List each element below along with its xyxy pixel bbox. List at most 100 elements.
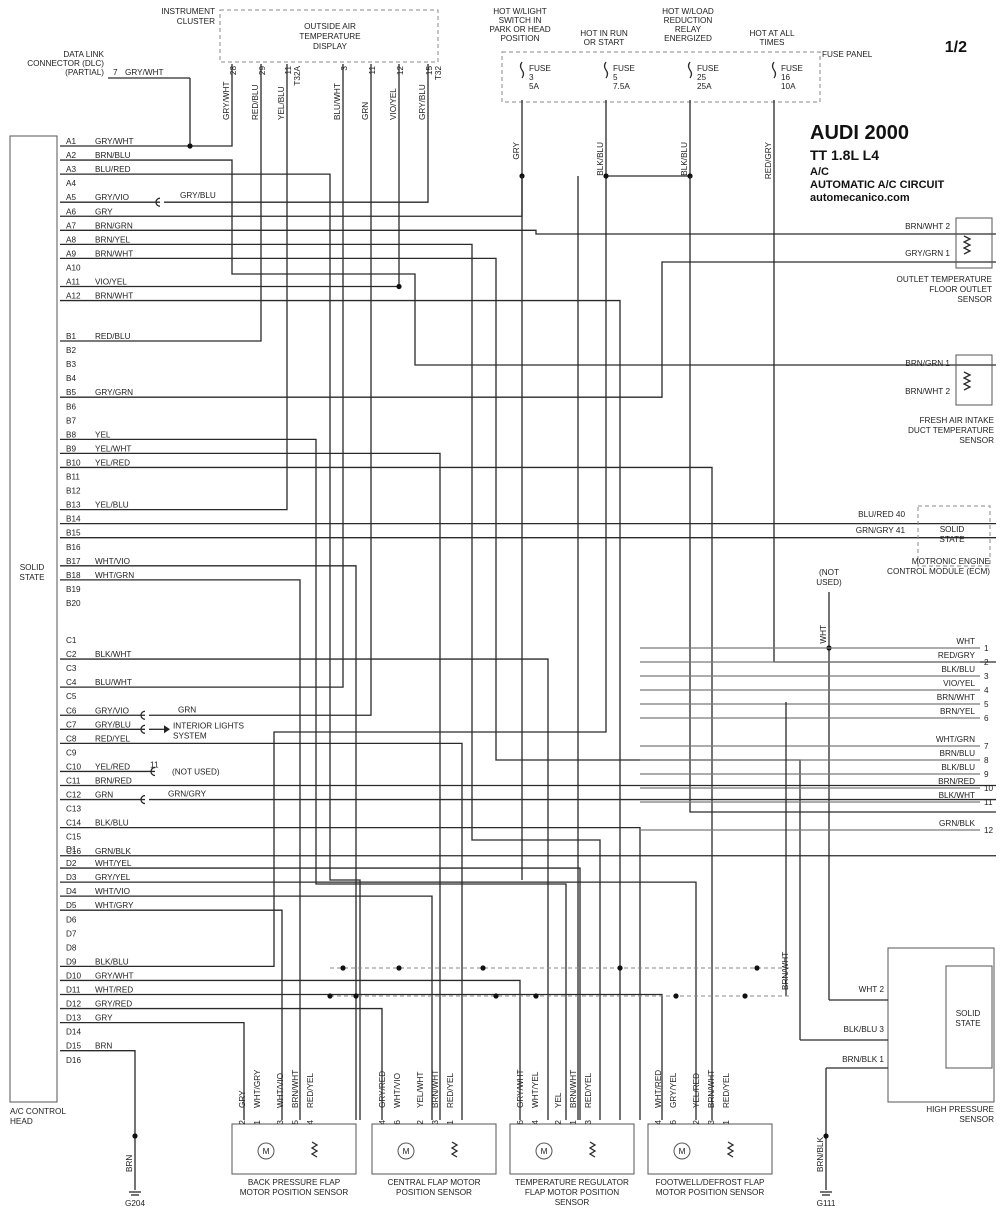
wire-B5 [60,261,996,398]
motor-pin-wire: YEL/RED [692,1073,701,1108]
control-head-pin: D2 [66,859,77,868]
control-head-pin: A4 [66,179,76,188]
outlet-sensor-pin: BRN/WHT 2 [905,222,950,231]
ecm-solid-state: STATE [939,535,965,544]
control-head-pin: D15 [66,1042,81,1051]
fuse-number: 25 [697,73,707,82]
ecm-pin: BLU/RED 40 [858,510,905,519]
hp-brnwht-wire: BRN/WHT [781,952,790,990]
wire-D11 [60,993,663,1120]
control-head-wire: YEL/RED [95,762,130,771]
motor-pin-number: 6 [516,1120,525,1125]
wire-B17 [60,565,357,1120]
motor-pin-wire: GRY/WHT [516,1069,525,1108]
fuse-amperage: 5A [529,82,540,91]
fuse-hot-label: PARK OR HEAD [489,25,550,34]
fuse-hot-label: RELAY [675,25,702,34]
wire-A12 [60,299,621,1120]
cluster-pin-number: 11 [368,66,377,75]
cluster-pin-wire: YEL/BLU [277,86,286,120]
outlet-sensor-label: OUTLET TEMPERATURE [896,275,992,284]
control-head-wire: BRN [95,1042,112,1051]
splice-A1 [187,143,193,149]
motor-label: FLAP MOTOR POSITION [525,1188,619,1197]
control-head-wire: GRY/RED [95,1000,132,1009]
splice-A11 [396,283,402,290]
connector-C12 [140,794,146,805]
motor-pin-wire: GRY [238,1090,247,1108]
control-head-pin: C16 [66,847,81,856]
hp-pin: BRN/BLK 1 [842,1055,884,1064]
wire-D12 [60,1007,383,1120]
fuse-hot-label: SWITCH IN [499,16,542,25]
control-head-wire: GRY/VIO [95,193,129,202]
motor-pin-number: 4 [654,1120,663,1125]
motor-circle [397,1142,415,1160]
wire-D4 [60,895,433,1120]
motor-label: SENSOR [555,1198,590,1207]
motor-pin-number: 4 [531,1120,540,1125]
wire-B13 [60,64,288,511]
connector-C6 [140,710,146,720]
outlet-sensor-resistor [962,235,972,255]
dlc-label: CONNECTOR (DLC) [27,59,104,68]
control-head-wire: RED/BLU [95,332,131,341]
wire-C6-ext [149,64,372,716]
motor-pin-wire: BRN/WHT [431,1070,440,1108]
wire-D15 [60,1050,136,1190]
motor-label: POSITION SENSOR [396,1188,472,1197]
ground-wire: BRN [125,1155,134,1172]
control-head-pin: C7 [66,720,77,729]
motor-symbol: M [679,1147,686,1156]
control-head-wire: WHT/VIO [95,557,130,566]
right-pin-wire: WHT [956,637,975,646]
control-head-wire: GRY [95,1014,113,1023]
control-head-wire: YEL [95,430,111,439]
ground-wire: BRN/BLK [816,1136,825,1172]
fuse-name: FUSE [529,64,551,73]
control-head-pin: A3 [66,165,76,174]
wire-A5-ext [164,64,429,203]
fuse-hot-label: ENERGIZED [664,34,712,43]
fuse-name: FUSE [781,64,803,73]
side-wire-c10-pin: 11 [150,760,159,769]
control-head-pin: A10 [66,263,81,272]
wire-A3 [60,173,361,1120]
control-head-wire: WHT/GRY [95,901,134,910]
control-head-pin: C11 [66,777,81,786]
right-pin-number: 5 [984,700,989,709]
hp-solid-state: SOLID [956,1009,981,1018]
control-head-pin: D16 [66,1056,81,1065]
control-head-pin: A8 [66,235,76,244]
side-wire-c10-note: (NOT USED) [172,767,220,776]
control-head-wire: WHT/VIO [95,887,130,896]
cluster-pin-number: 3 [340,66,349,71]
arrow-C7 [164,725,170,734]
motor-resistor [310,1141,319,1158]
cluster-display-label: OUTSIDE AIR [304,22,356,31]
motor-pin-wire: WHT/RED [654,1070,663,1108]
motor-pin-wire: GRY/YEL [669,1072,678,1108]
cluster-display-label: DISPLAY [313,42,348,51]
bus-dot [493,993,499,999]
control-head-pin: B9 [66,444,76,453]
motor-pin-wire: RED/YEL [306,1073,315,1108]
hp-sensor-label: SENSOR [959,1115,994,1124]
fuse-hot-label: OR START [584,38,625,47]
control-head-pin: C3 [66,664,77,673]
control-head-pin: D13 [66,1014,81,1023]
fuse-amperage: 10A [781,82,796,91]
right-pin-wire: BRN/BLU [940,749,976,758]
dlc-wire: GRY/WHT [125,68,164,77]
title-circuit: AUTOMATIC A/C CIRCUIT [810,179,945,191]
fresh-sensor-label: FRESH AIR INTAKE [920,416,995,425]
wire-A7 [60,229,996,235]
ground-name: G111 [817,1199,836,1208]
bus-dot [673,993,679,999]
control-head-pin: C4 [66,678,77,687]
right-pin-wire: VIO/YEL [943,679,975,688]
control-head-pin: A6 [66,207,76,216]
fuse-hot-label: HOT W/LIGHT [493,7,547,16]
right-pin-number: 2 [984,658,989,667]
right-pin-wire: BLK/BLU [941,763,975,772]
